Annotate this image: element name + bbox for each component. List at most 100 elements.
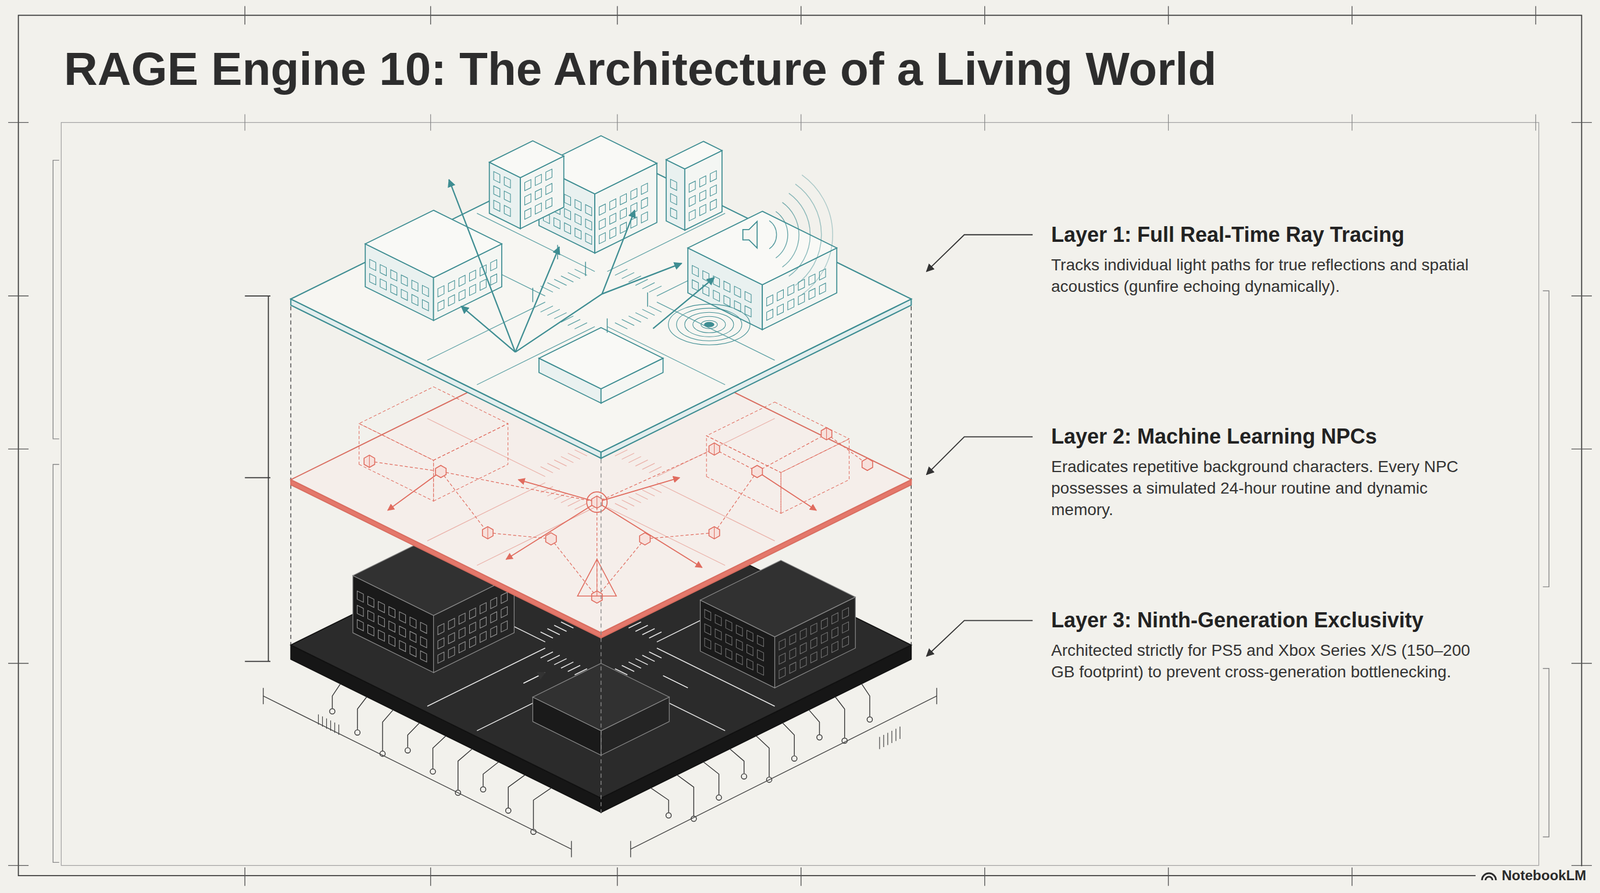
network-link (714, 471, 758, 533)
movement-arrow (506, 502, 598, 560)
sound-wave (788, 193, 811, 277)
tick (1571, 295, 1592, 296)
window (401, 275, 408, 287)
window (842, 622, 849, 634)
crosswalk (561, 496, 574, 503)
window (554, 217, 561, 229)
building-face (666, 159, 685, 231)
window (401, 288, 408, 300)
crosswalk (574, 503, 587, 510)
echo-ripple (693, 316, 726, 333)
circuit-pad (866, 716, 873, 723)
network-link (440, 471, 488, 533)
window (493, 186, 500, 198)
circuit-trace (782, 722, 795, 756)
crosswalk (622, 500, 635, 507)
window (448, 280, 455, 292)
circuit-trace (861, 683, 870, 717)
circuit-pad (354, 729, 360, 735)
window (819, 283, 826, 295)
building-roof (666, 141, 723, 169)
movement-arrow (597, 502, 703, 568)
window (368, 625, 375, 637)
layer-description: Tracks individual light paths for true r… (1051, 254, 1482, 298)
circuit-trace (458, 748, 473, 790)
sound-wave (801, 175, 833, 295)
window (437, 623, 445, 635)
tick (8, 662, 29, 664)
window (688, 209, 696, 221)
window (545, 197, 553, 209)
street-light (584, 261, 586, 277)
layer-heading: Layer 2: Machine Learning NPCs (1051, 423, 1377, 450)
hatch-mark (326, 718, 327, 730)
circuit-trace (382, 709, 394, 751)
window (504, 176, 511, 188)
window (390, 269, 398, 281)
window (378, 601, 385, 613)
bracket-line (268, 295, 270, 662)
window (704, 637, 712, 649)
road-arrow (662, 675, 688, 688)
crosswalk (540, 631, 553, 639)
hatch-mark (318, 714, 319, 725)
tick (1168, 6, 1169, 25)
layer-heading: Layer 1: Full Real-Time Ray Tracing (1051, 222, 1405, 248)
crosswalk (554, 279, 567, 286)
window (480, 616, 487, 628)
window (378, 630, 385, 642)
window (369, 259, 377, 271)
npc-node (751, 465, 763, 478)
circuit-trace (650, 787, 669, 813)
window (458, 289, 466, 301)
window (620, 208, 627, 220)
circuit-trace (357, 697, 367, 730)
crosswalk (635, 312, 648, 320)
crosswalk (628, 316, 641, 323)
window (458, 641, 466, 653)
ray-tracing-layer (290, 135, 912, 459)
crosswalk (540, 466, 553, 474)
sound-wave (782, 202, 800, 267)
window (388, 635, 396, 647)
tick (800, 867, 802, 887)
window (437, 652, 445, 664)
network-link (756, 433, 827, 472)
window (609, 213, 617, 225)
window (356, 619, 364, 631)
window (469, 622, 477, 634)
window (747, 658, 754, 670)
hatch-mark (899, 726, 900, 739)
npc-node (545, 532, 557, 545)
crosswalk (642, 463, 655, 470)
window (747, 630, 754, 642)
crosswalk (628, 496, 641, 503)
crosswalk (615, 269, 628, 276)
crosswalk (568, 500, 581, 507)
tick (244, 114, 246, 131)
leader-line (926, 234, 1034, 272)
window (630, 188, 638, 200)
layer-guide (600, 459, 602, 813)
tick (616, 6, 618, 25)
crosswalk (622, 452, 635, 460)
window (670, 207, 677, 219)
crosswalk (547, 463, 560, 470)
window (399, 640, 406, 652)
window (585, 219, 592, 231)
layer-callout: Layer 3: Ninth-Generation ExclusivityArc… (1051, 607, 1505, 683)
window (777, 289, 784, 301)
window (713, 275, 720, 287)
npc-node (862, 458, 873, 471)
title: RAGE Engine 10: The Architecture of a Li… (63, 43, 1217, 96)
window (821, 618, 828, 630)
dimension-line (630, 695, 938, 849)
window (789, 647, 796, 659)
tick (984, 6, 985, 25)
window (564, 194, 571, 206)
window (356, 605, 364, 617)
window (620, 193, 627, 205)
watermark: NotebookLM (1475, 866, 1591, 885)
bracket-tick (244, 295, 271, 297)
hatch-mark (334, 722, 335, 734)
